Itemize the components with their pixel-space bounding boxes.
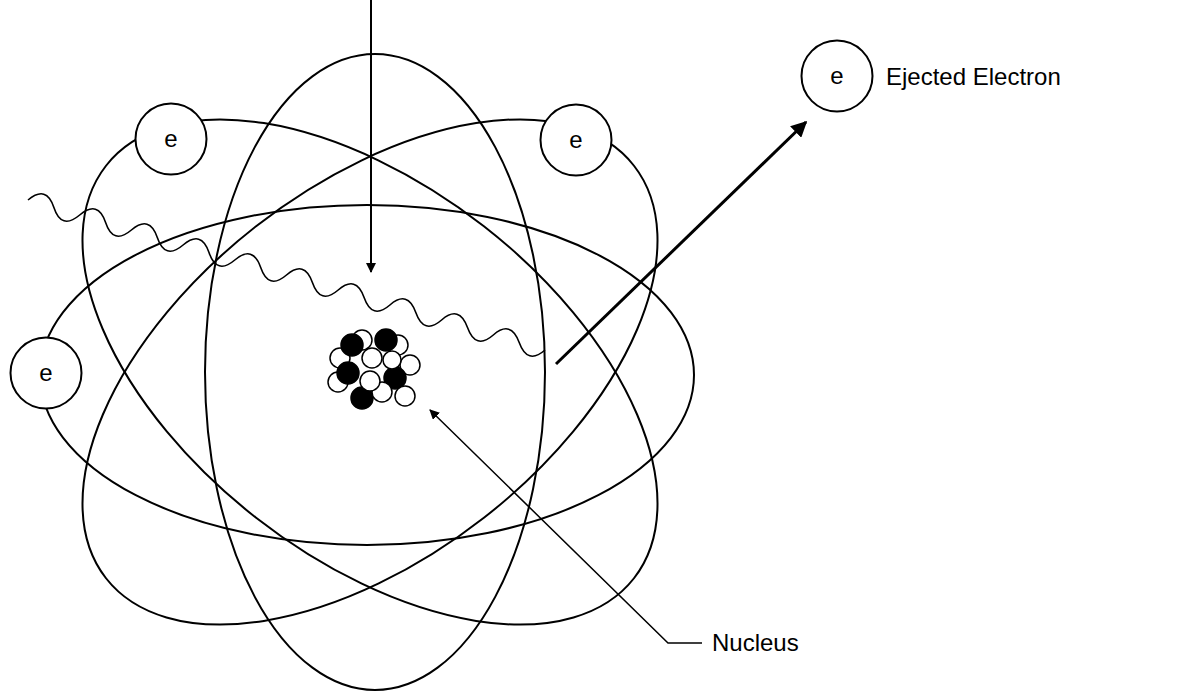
orbit [40,205,694,545]
electron-circle-shape [541,105,612,176]
electron-circle-shape [136,104,207,175]
electron-symbol: e [164,127,177,151]
electron-orbits [0,20,748,694]
electron-circle: e [800,39,874,113]
ejected-electron-label: Ejected Electron [886,63,1061,91]
electron-text-holder: e [539,103,613,177]
orbit [0,20,748,694]
electron-symbol: e [830,64,843,88]
electron-symbol: e [39,361,52,385]
orbit [205,54,545,690]
orbit [0,20,748,694]
nucleus-symbol [328,329,420,409]
electron-circle: e [539,103,613,177]
electron-text-holder: e [9,336,83,410]
electron-symbol: e [569,128,582,152]
nucleus-leader [430,410,702,643]
electron-circle: e [9,336,83,410]
nucleus-label: Nucleus [712,629,799,657]
incident-arrow [370,0,372,272]
electron-text-holder: e [134,102,208,176]
electron-circle-shape [11,338,82,409]
electron-circle: e [134,102,208,176]
electron-circle-shape [802,41,873,112]
electron-text-holder: e [800,39,874,113]
photon-wave [28,194,545,356]
